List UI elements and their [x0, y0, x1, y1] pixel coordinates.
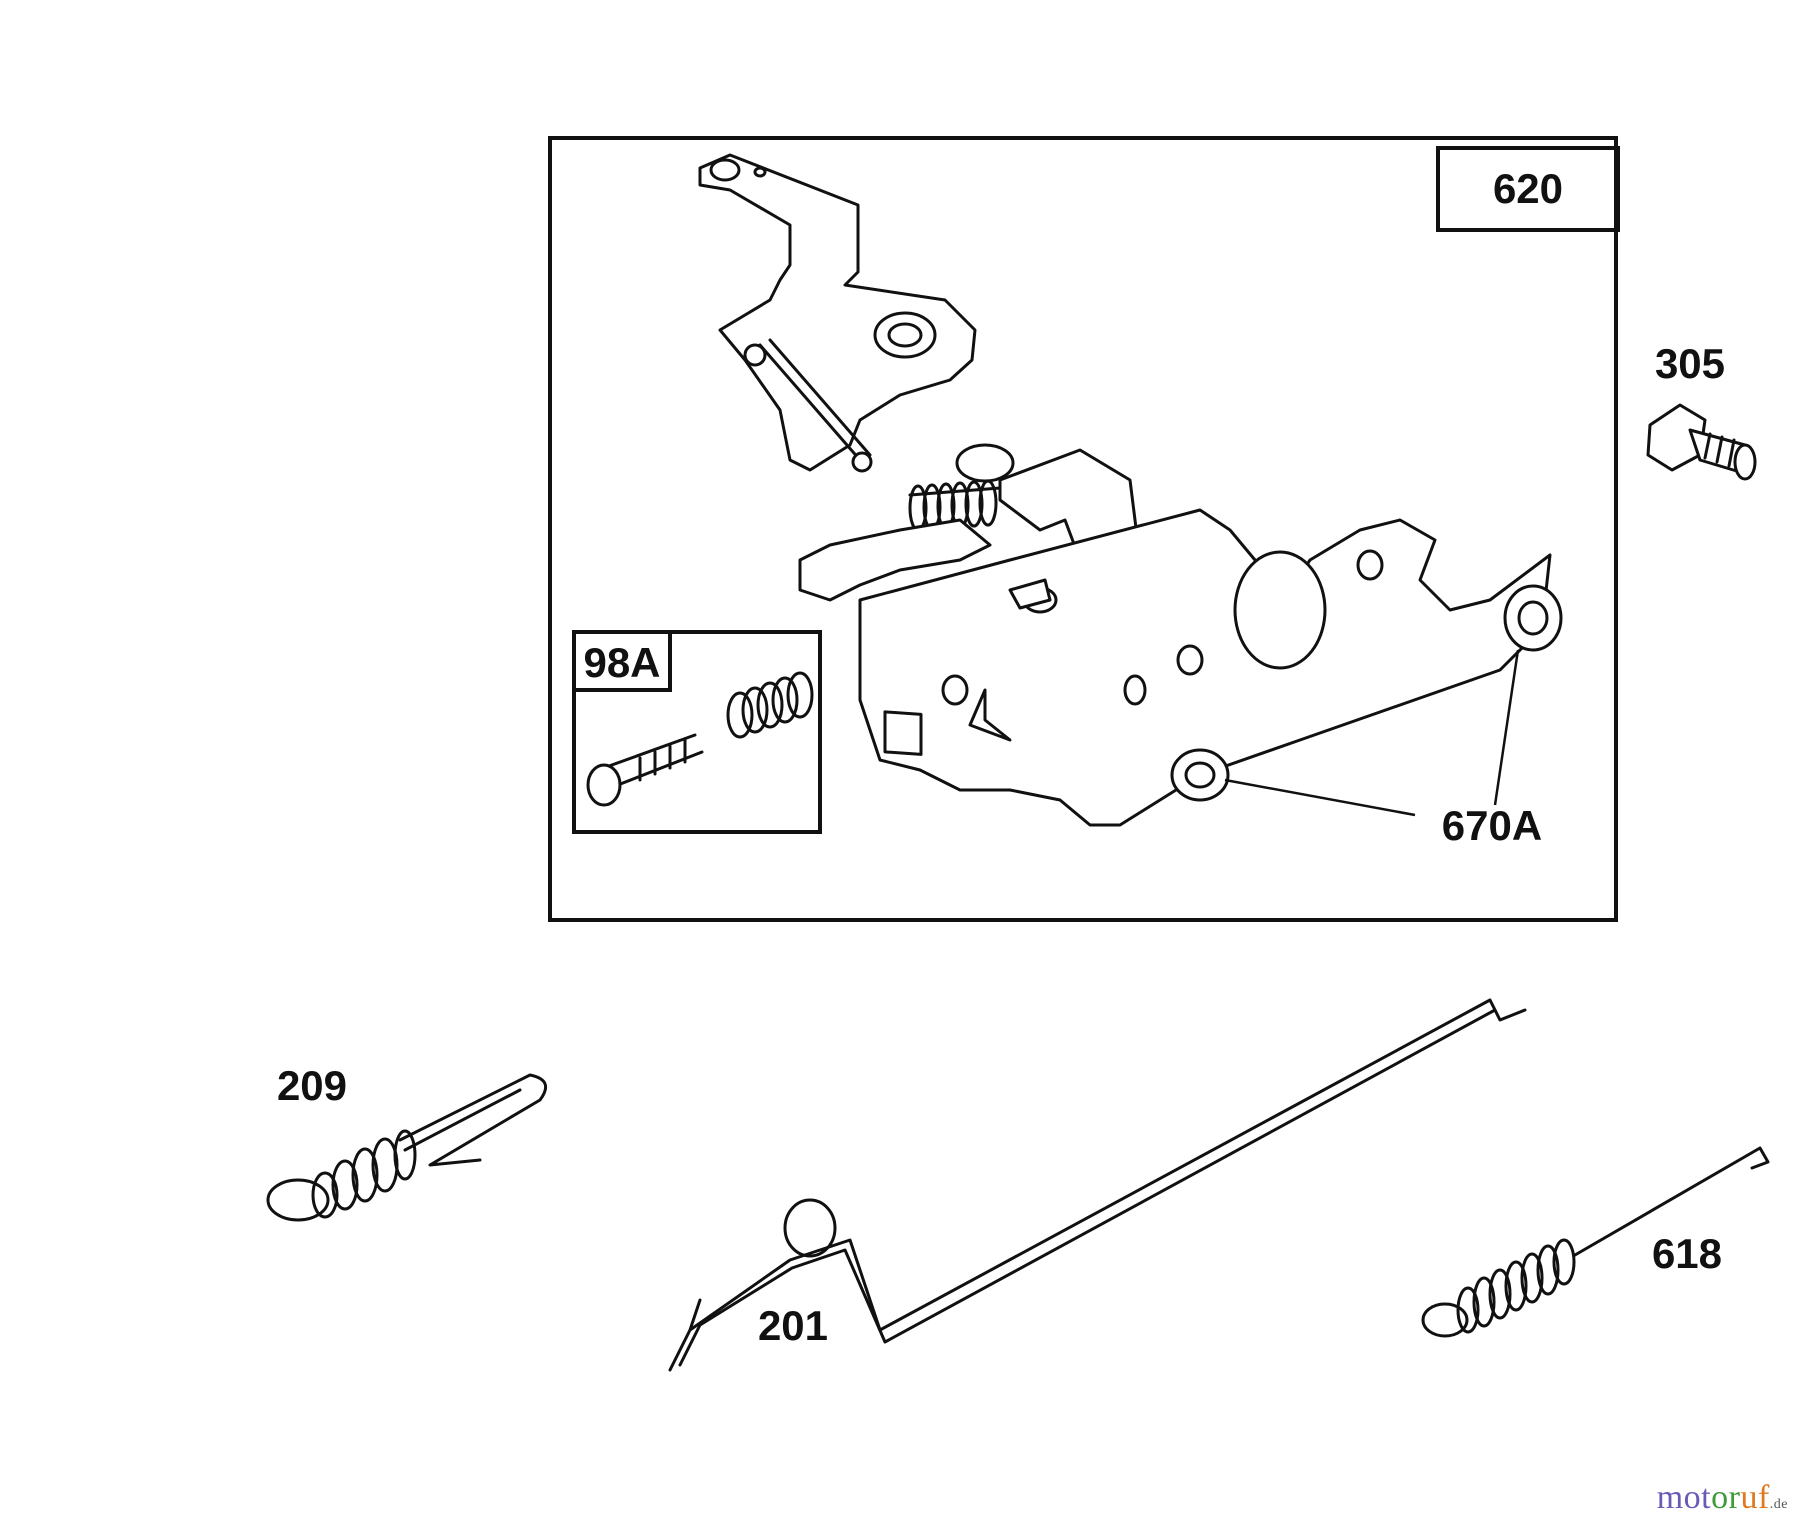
governor-control-bracket — [698, 153, 1563, 827]
leader-670a-right — [1493, 649, 1520, 806]
assembly-frame-620 — [548, 136, 1618, 922]
leader-670a-left — [1224, 778, 1416, 817]
label-box-98a — [572, 630, 672, 692]
part-label-670a: 670A — [1442, 802, 1542, 849]
part-label-209: 209 — [277, 1062, 347, 1109]
part-label-201: 201 — [758, 1302, 828, 1349]
screw-and-spring-98a — [586, 671, 814, 807]
governor-spring-209 — [266, 1073, 548, 1222]
watermark-logo: motoruf.de — [1656, 1479, 1788, 1516]
part-label-98a: 98A — [583, 639, 660, 686]
inset-frame-98a — [572, 630, 822, 834]
part-label-618: 618 — [1652, 1230, 1722, 1277]
label-box-620 — [1436, 146, 1620, 232]
part-label-620: 620 — [1493, 165, 1563, 212]
part-label-305: 305 — [1655, 340, 1725, 387]
extension-spring-618 — [1421, 1146, 1770, 1338]
governor-link-rod-201 — [668, 998, 1527, 1372]
bolt-305 — [1646, 403, 1757, 481]
